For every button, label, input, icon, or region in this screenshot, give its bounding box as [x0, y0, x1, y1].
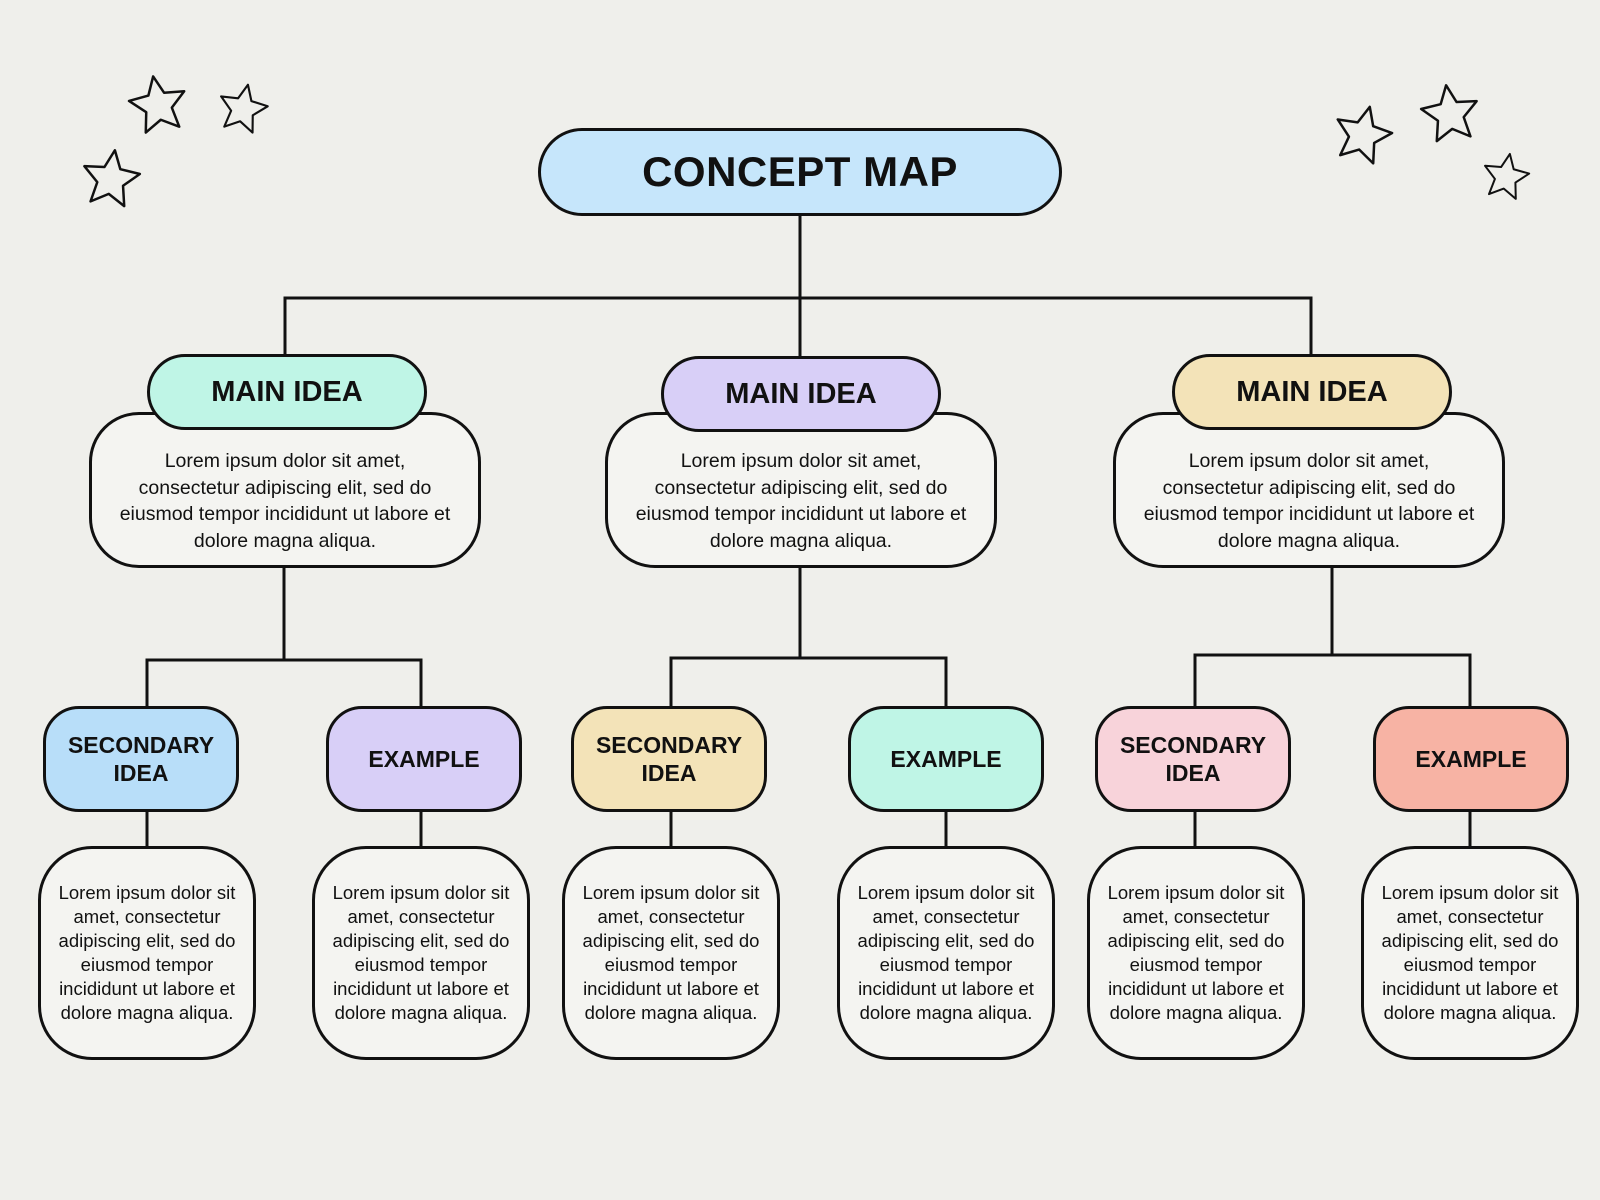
star-icon — [1328, 98, 1399, 168]
secondary-idea-3-description: Lorem ipsum dolor sit amet, consectetur … — [1087, 846, 1305, 1060]
secondary-idea-1-description: Lorem ipsum dolor sit amet, consectetur … — [38, 846, 256, 1060]
star-icon — [124, 70, 192, 136]
star-icon — [78, 145, 144, 209]
secondary-idea-3-label: SECONDARY IDEA — [1095, 706, 1291, 812]
secondary-idea-2-description: Lorem ipsum dolor sit amet, consectetur … — [562, 846, 780, 1060]
main-idea-2-label: MAIN IDEA — [661, 356, 941, 432]
example-1-label: EXAMPLE — [326, 706, 522, 812]
secondary-idea-2-label: SECONDARY IDEA — [571, 706, 767, 812]
example-3-label: EXAMPLE — [1373, 706, 1569, 812]
main-idea-3-label: MAIN IDEA — [1172, 354, 1452, 430]
example-2-description: Lorem ipsum dolor sit amet, consectetur … — [837, 846, 1055, 1060]
main-idea-2-description: Lorem ipsum dolor sit amet, consectetur … — [605, 412, 997, 568]
star-icon — [214, 78, 273, 136]
example-3-description: Lorem ipsum dolor sit amet, consectetur … — [1361, 846, 1579, 1060]
star-icon — [1417, 80, 1483, 144]
main-idea-1-label: MAIN IDEA — [147, 354, 427, 430]
main-idea-1-description: Lorem ipsum dolor sit amet, consectetur … — [89, 412, 481, 568]
main-idea-3-description: Lorem ipsum dolor sit amet, consectetur … — [1113, 412, 1505, 568]
example-1-description: Lorem ipsum dolor sit amet, consectetur … — [312, 846, 530, 1060]
concept-map-title: CONCEPT MAP — [538, 128, 1062, 216]
example-2-label: EXAMPLE — [848, 706, 1044, 812]
secondary-idea-1-label: SECONDARY IDEA — [43, 706, 239, 812]
star-icon — [1479, 149, 1533, 202]
